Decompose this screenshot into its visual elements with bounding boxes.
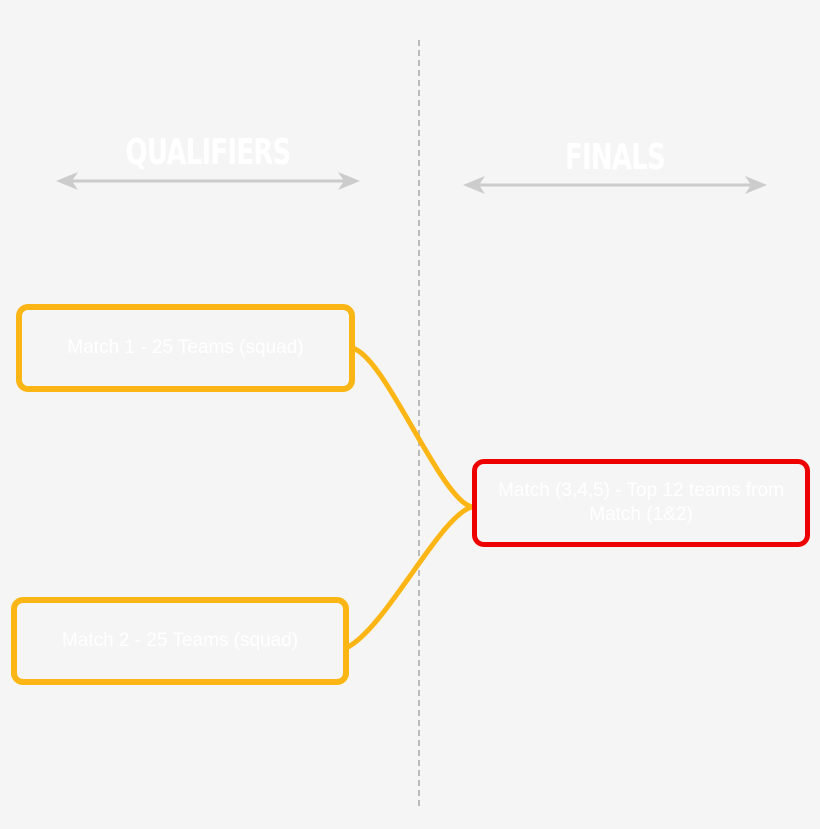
match2-node[interactable]: Match 2 - 25 Teams (squad) <box>11 597 349 685</box>
match1-node[interactable]: Match 1 - 25 Teams (squad) <box>16 304 355 392</box>
connector-match2-to-finals <box>343 504 475 651</box>
connector-match1-to-finals <box>349 345 475 510</box>
finals-span-arrow-icon <box>463 176 767 194</box>
qualifiers-title: QUALIFIERS <box>125 132 292 173</box>
match2-label: Match 2 - 25 Teams (squad) <box>61 630 299 651</box>
finals-match-node[interactable]: Match (3,4,5) - Top 12 teams from Match … <box>472 459 810 547</box>
finals-title: FINALS <box>565 137 666 178</box>
match1-label: Match 1 - 25 Teams (squad) <box>67 337 304 358</box>
finals-match-label: Match (3,4,5) - Top 12 teams from Match … <box>498 480 784 525</box>
qualifiers-span-arrow-icon <box>56 172 360 190</box>
